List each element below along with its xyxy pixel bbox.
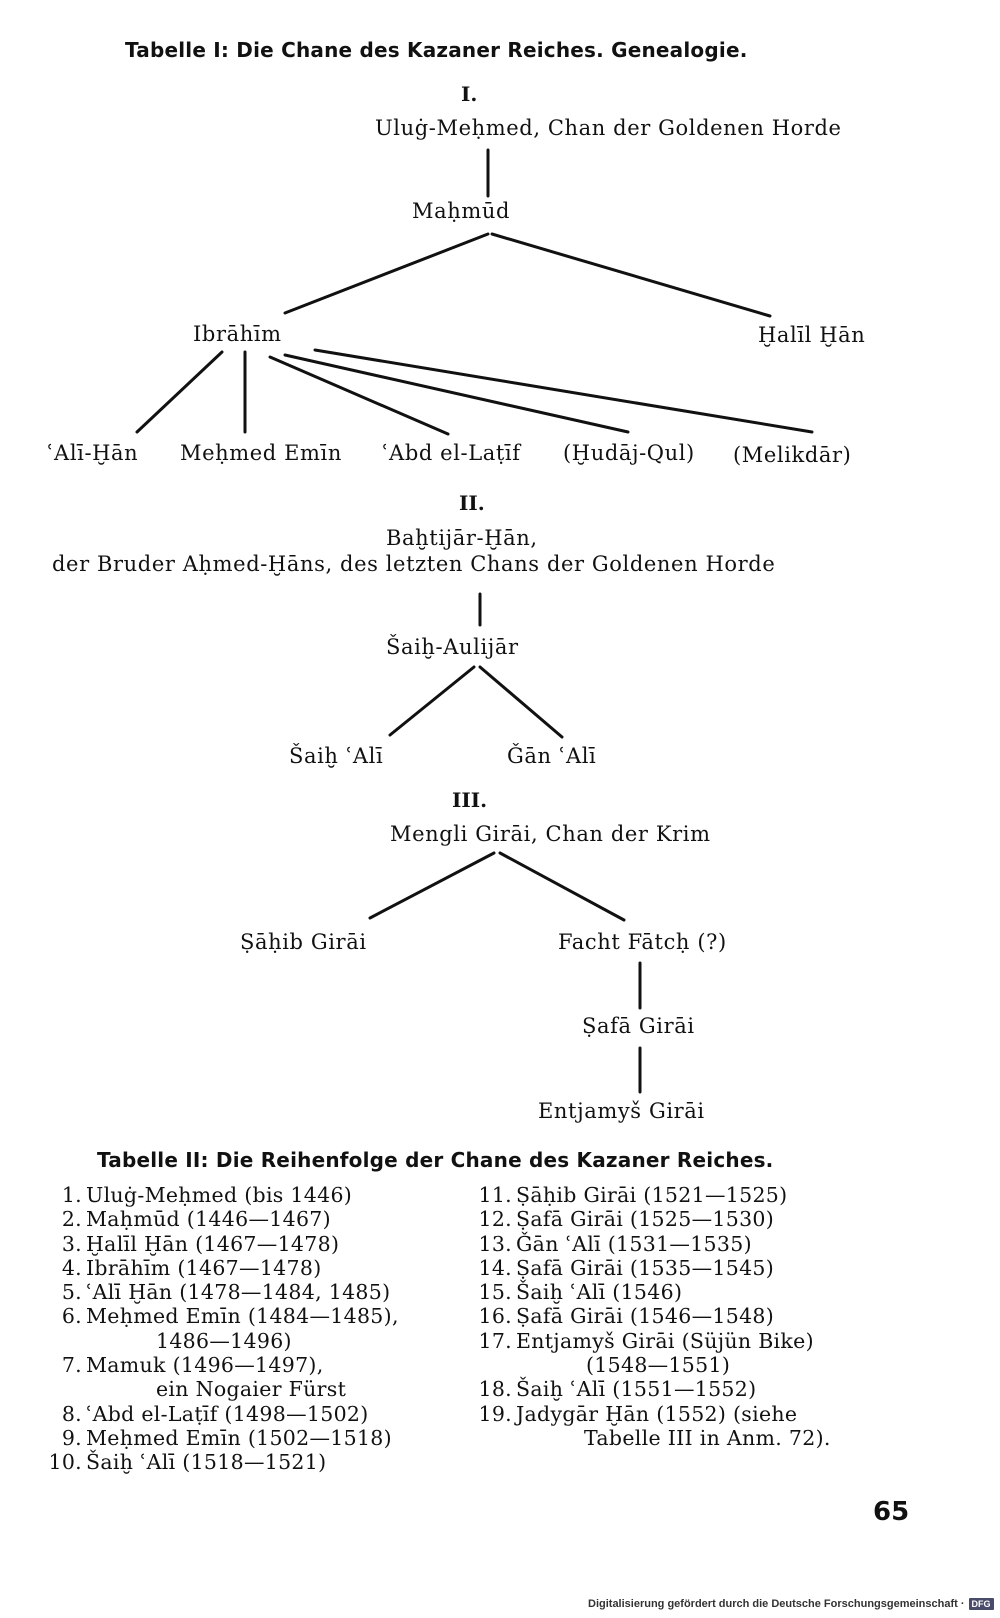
section-label-2: II. [459,491,485,515]
list-item: 1.Uluġ-Meḥmed (bis 1446) [61,1183,353,1207]
table2-title: Tabelle II: Die Reihenfolge der Chane de… [97,1148,774,1172]
list-item: 18.Šaiḫ ʿAlī (1551—1552) [478,1377,757,1402]
list-item: 16.Ṣafā Girāi (1546—1548) [478,1304,775,1329]
node-saih-ali: Šaiḫ ʿAlī [289,744,384,768]
section-label-1: I. [461,82,478,106]
node-saih-aulijar: Šaiḫ-Aulijār [386,635,519,659]
list-item-continuation: (1548—1551) [586,1353,731,1378]
list-item-continuation: 1486—1496) [156,1328,292,1353]
node-mengli-girai: Mengli Girāi, Chan der Krim [390,822,711,846]
node-abd-el-latif: ʿAbd el-Laṭīf [382,441,521,465]
node-bahtijar-han: Baḫtijār-Ḫān, [386,526,538,550]
list-item: 15.Šaiḫ ʿAlī (1546) [478,1280,683,1305]
footer-text: Digitalisierung gefördert durch die Deut… [588,1598,965,1610]
node-sahib-girai: Ṣāḥib Girāi [240,930,367,954]
dfg-logo: DFG [968,1598,994,1610]
list-item: 4.Ibrāhīm (1467—1478) [61,1255,322,1280]
list-item: 11.Ṣāḥib Girāi (1521—1525) [478,1183,788,1207]
list-item: 10.Šaiḫ ʿAlī (1518—1521) [48,1450,327,1475]
khan-list-right: 11.Ṣāḥib Girāi (1521—1525) 12.Ṣafā Girāi… [476,1183,831,1450]
section-label-3: III. [452,788,488,812]
node-gan-ali: Ǧān ʿAlī [507,744,597,768]
node-facht-fatch: Facht Fātcḥ (?) [558,930,727,954]
digitization-footer: Digitalisierung gefördert durch die Deut… [588,1598,994,1610]
page-number: 65 [873,1497,910,1527]
list-item: 12.Ṣafā Girāi (1525—1530) [478,1207,775,1232]
node-melikdar: (Melikdār) [733,443,852,467]
list-item: 19.Jadygār Ḫān (1552) (siehe [478,1401,798,1426]
node-halil-han: Ḫalīl Ḫān [758,323,866,347]
list-item: 14.Ṣafā Girāi (1535—1545) [478,1255,775,1280]
list-item: 7.Mamuk (1496—1497), [61,1353,324,1378]
list-item: 13.Ǧān ʿAlī (1531—1535) [478,1231,752,1256]
node-ibrahim: Ibrāhīm [193,322,282,346]
node-mehmed-emin: Meḥmed Emīn [180,441,342,465]
list-item: 3.Ḫalīl Ḫān (1467—1478) [61,1231,340,1256]
list-item: 17.Entjamyš Girāi (Süjün Bike) [478,1328,814,1353]
list-item: 5.ʿAlī Ḫān (1478—1484, 1485) [61,1280,391,1305]
table1-title: Tabelle I: Die Chane des Kazaner Reiches… [125,38,748,62]
node-hudaj-qul: (Ḫudāj-Qul) [563,441,695,465]
list-item-continuation: ein Nogaier Fürst [156,1377,347,1402]
node-mahmud: Maḥmūd [412,199,511,223]
node-safa-girai: Ṣafā Girāi [582,1014,695,1038]
list-item-continuation: Tabelle III in Anm. 72). [584,1425,831,1450]
list-item: 8.ʿAbd el-Laṭīf (1498—1502) [61,1401,369,1426]
node-bahtijar-desc: der Bruder Aḥmed-Ḫāns, des letzten Chans… [52,552,776,576]
list-item: 2.Maḥmūd (1446—1467) [61,1207,331,1232]
list-item: 6.Meḥmed Emīn (1484—1485), [61,1304,399,1329]
node-ulug-mehmed: Uluġ-Meḥmed, Chan der Goldenen Horde [375,116,842,140]
khan-list-left: 1.Uluġ-Meḥmed (bis 1446) 2.Maḥmūd (1446—… [46,1183,399,1475]
node-ali-han: ʿAlī-Ḫān [47,441,139,465]
list-item: 9.Meḥmed Emīn (1502—1518) [61,1425,392,1450]
node-entjamys-girai: Entjamyš Girāi [538,1099,705,1123]
